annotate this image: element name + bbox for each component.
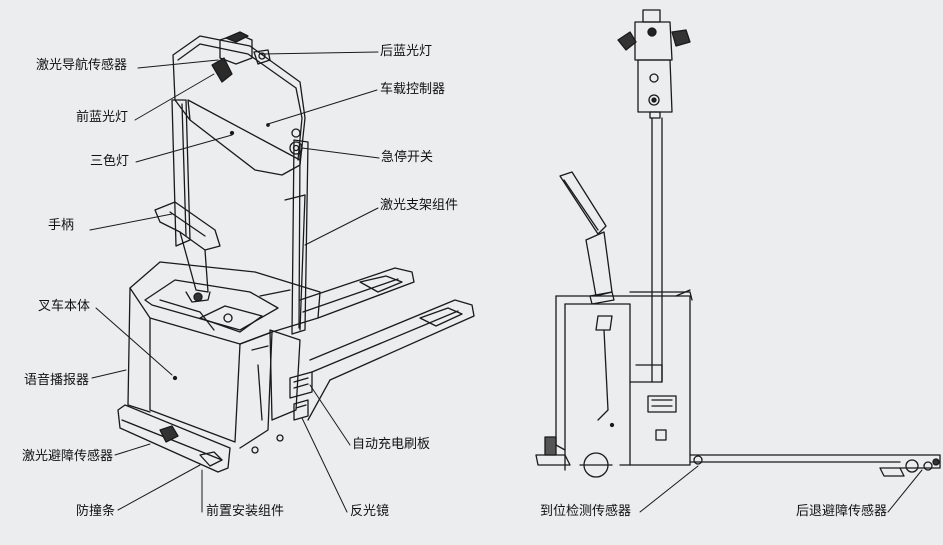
left-forks [299, 267, 475, 421]
forklift-body [127, 261, 321, 449]
charge-and-reflector [289, 371, 313, 421]
right-forklift-view [535, 9, 941, 513]
label-rear-blue-light: 后蓝光灯 [380, 44, 433, 59]
label-rear-obstacle-sensor: 后退避障传感器 [796, 504, 888, 519]
label-front-mount-assembly: 前置安装组件 [206, 504, 285, 519]
label-laser-bracket-assembly: 激光支架组件 [380, 198, 459, 213]
laser-nav-sensor [211, 31, 271, 83]
label-laser-nav-sensor: 激光导航传感器 [36, 58, 128, 73]
label-forklift-body: 叉车本体 [38, 299, 91, 314]
label-voice-player: 语音播报器 [24, 373, 90, 388]
side-mast [651, 117, 663, 383]
label-position-detect-sensor: 到位检测传感器 [540, 504, 632, 519]
left-handle [154, 201, 221, 303]
label-auto-charge-brush: 自动充电刷板 [352, 437, 431, 452]
side-body [555, 289, 693, 471]
label-tricolor-light: 三色灯 [90, 154, 130, 169]
laser-bracket [171, 99, 309, 421]
controller-box [172, 35, 306, 176]
bumper-assembly [117, 404, 284, 473]
side-handle [559, 171, 615, 305]
left-forklift-view [89, 31, 475, 513]
right-leaders [639, 465, 923, 513]
label-emergency-stop: 急停开关 [381, 150, 434, 165]
label-handle: 手柄 [48, 218, 75, 233]
label-laser-obstacle-sensor: 激光避障传感器 [22, 449, 114, 464]
side-base [535, 436, 941, 478]
label-reflector: 反光镜 [350, 504, 390, 519]
label-front-blue-light: 前蓝光灯 [76, 110, 129, 125]
left-leaders [89, 51, 380, 513]
label-bumper-strip: 防撞条 [76, 504, 116, 519]
side-laser-head [617, 9, 691, 119]
label-vehicle-controller: 车载控制器 [380, 82, 446, 97]
